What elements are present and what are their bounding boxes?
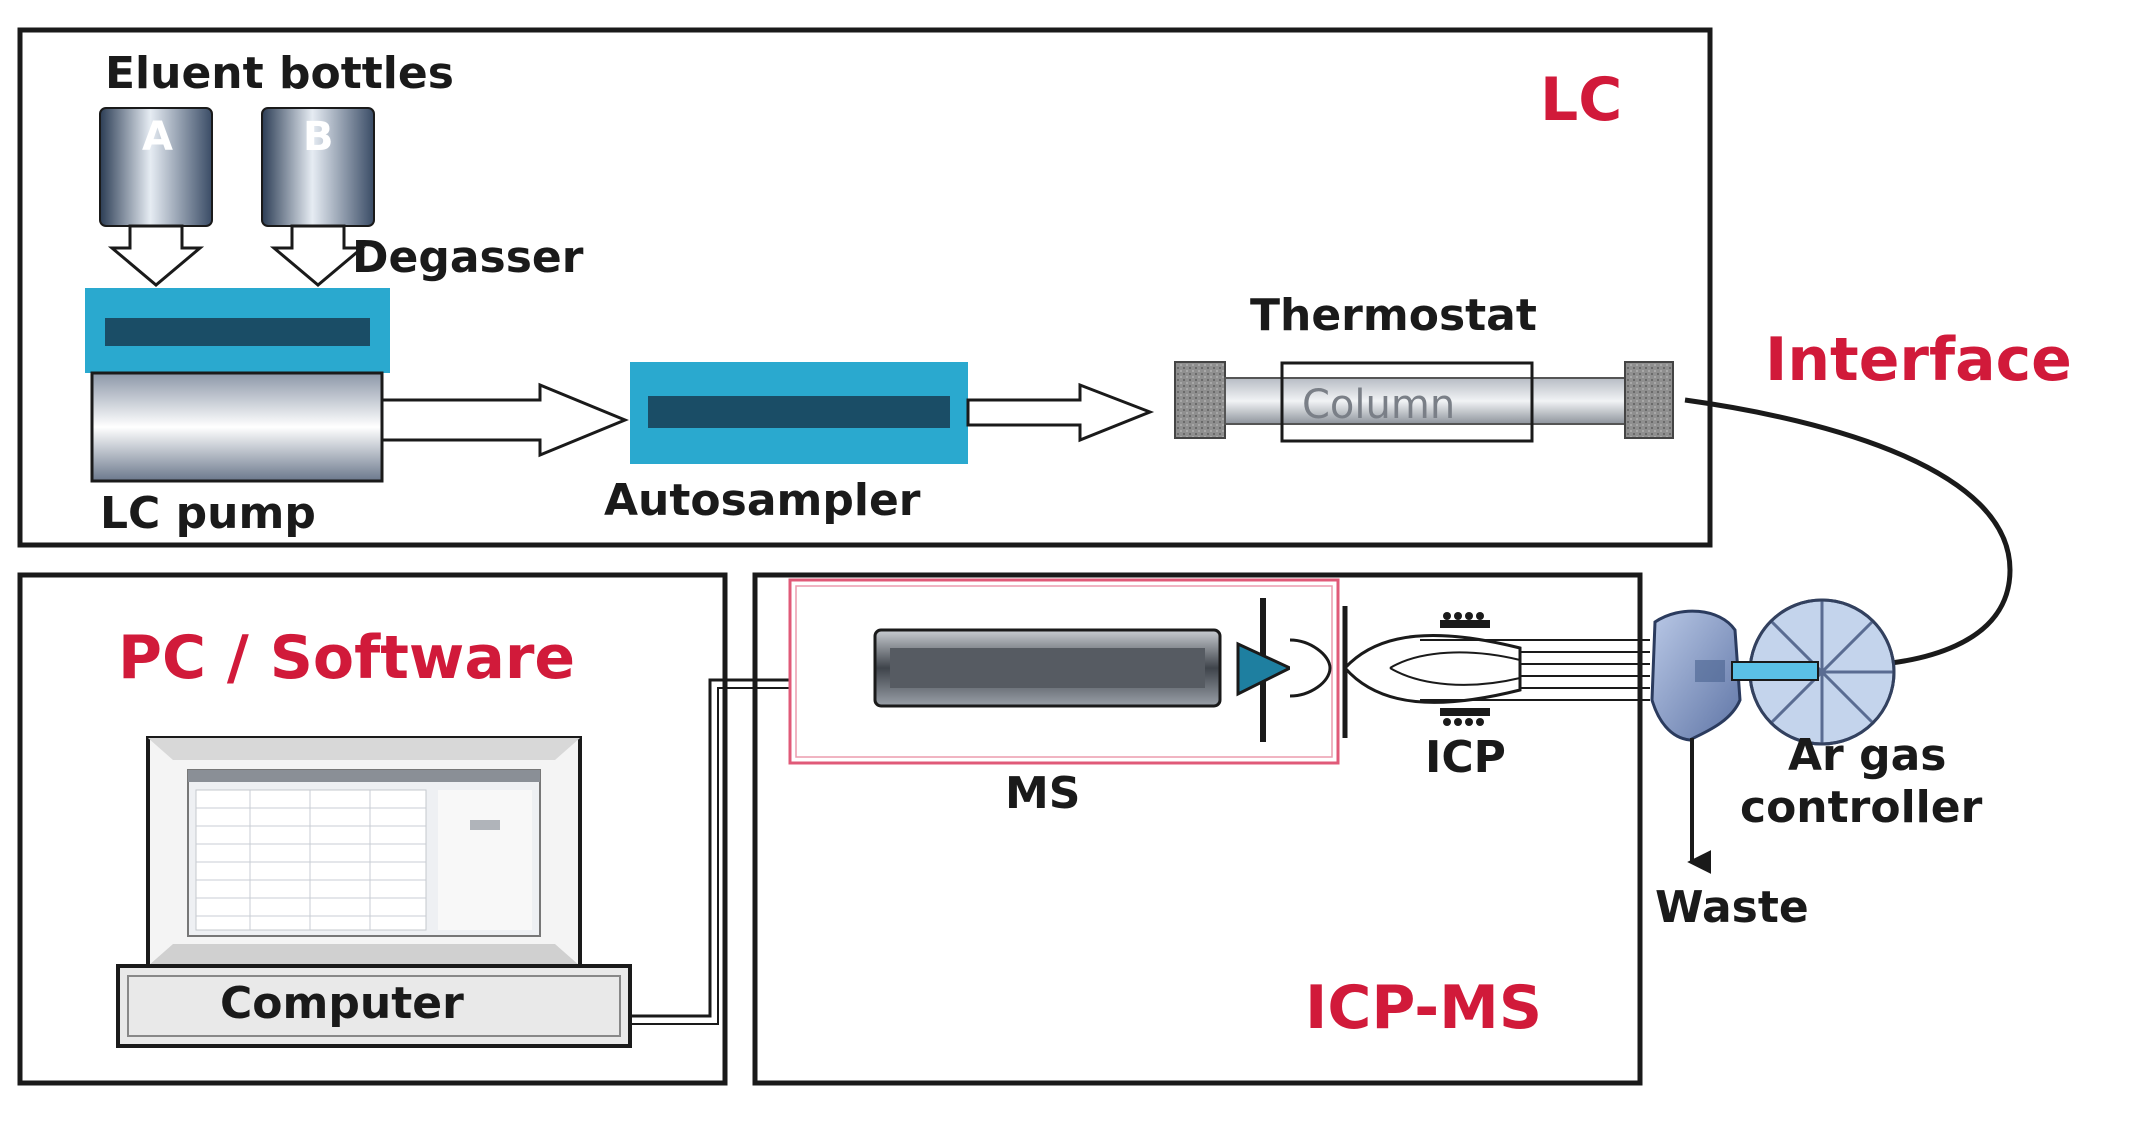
computer-illustration (116, 736, 632, 1048)
rf-coil-top (1440, 612, 1490, 628)
ms-label: MS (1005, 768, 1080, 819)
pc-section-title: PC / Software (118, 623, 575, 693)
lc-pump-label: LC pump (100, 488, 316, 539)
ar-gas-label: Ar gas (1788, 730, 1946, 781)
column-assembly: Column (1174, 361, 1674, 443)
pc-section-frame (17, 572, 728, 1086)
interface-tubing (1684, 397, 2013, 669)
waste-label: Waste (1655, 882, 1809, 933)
autosampler-unit (630, 362, 968, 464)
flow-arrow-pump-to-autosampler (380, 382, 629, 458)
computer-label: Computer (220, 978, 464, 1029)
ar-gas-controller (1731, 598, 1896, 746)
eluent-bottle-b: B (261, 107, 375, 287)
thermostat-label: Thermostat (1250, 290, 1537, 341)
svg-text:A: A (142, 114, 173, 160)
flow-arrow-autosampler-to-column (966, 382, 1155, 443)
degasser-label: Degasser (352, 232, 584, 283)
computer-base (116, 964, 632, 1048)
interface-label: Interface (1765, 325, 2072, 395)
spray-chamber (1650, 609, 1742, 742)
icpms-section-frame (752, 572, 1643, 1086)
icp-torch (1342, 612, 1650, 726)
autosampler-label: Autosampler (604, 475, 921, 526)
eluent-bottle-a: A (99, 107, 213, 287)
interface-cones (1236, 598, 1348, 742)
lc-section-frame (17, 27, 1713, 548)
svg-text:B: B (303, 114, 334, 160)
controller-label: controller (1740, 782, 1983, 833)
eluent-bottles-label: Eluent bottles (105, 48, 454, 99)
column-label: Column (1302, 382, 1455, 428)
column-box (1280, 361, 1534, 443)
icpms-section-title: ICP-MS (1305, 973, 1542, 1043)
ms-highlight-box (788, 578, 1340, 765)
rf-coil-bottom (1440, 708, 1490, 726)
data-cable (630, 678, 790, 1018)
icp-label: ICP (1425, 732, 1506, 783)
lc-section-title: LC (1540, 65, 1622, 135)
degasser-unit (85, 288, 390, 373)
lc-pump-unit (90, 371, 384, 483)
